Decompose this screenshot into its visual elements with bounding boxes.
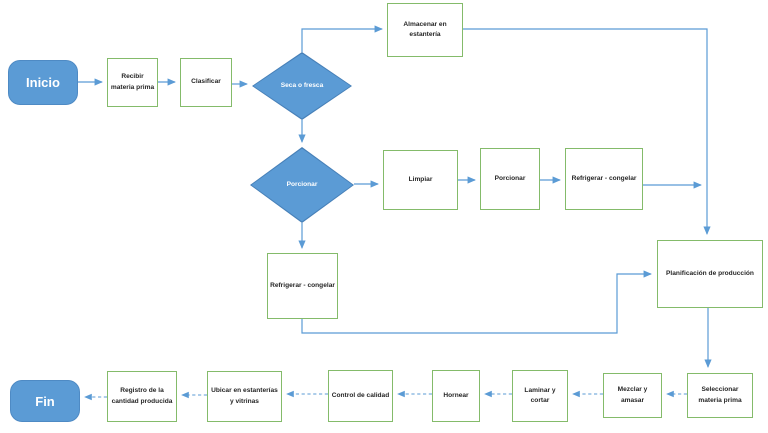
process-control-de-calidad: Control de calidad <box>328 370 393 422</box>
process-recibir-materia-prima: Recibir materia prima <box>107 58 158 107</box>
start-node: Inicio <box>8 60 78 105</box>
process-label: Limpiar <box>408 175 433 183</box>
process-laminar-y-cortar: Laminar y cortar <box>512 370 568 422</box>
decision-label: Porcionar <box>286 180 318 188</box>
process-label: Hornear <box>443 391 469 399</box>
process-label: Seleccionar materia prima <box>698 386 742 404</box>
process-label: Refrigerar - congelar <box>571 174 637 182</box>
end-node-label: Fin <box>35 393 55 409</box>
process-label: Clasificar <box>191 78 221 86</box>
process-label: Ubicar en estanterías y vitrinas <box>211 387 278 405</box>
process-registro-cantidad-producida: Registro de la cantidad producida <box>107 371 177 422</box>
process-porcionar: Porcionar <box>480 148 540 210</box>
process-label: Refrigerar - congelar <box>270 281 335 289</box>
process-hornear: Hornear <box>432 370 480 422</box>
process-planificacion-de-produccion: Planificación de producción <box>657 240 763 308</box>
process-label: Laminar y cortar <box>524 386 556 404</box>
process-label: Porcionar <box>494 174 526 182</box>
process-label: Mezclar y amasar <box>617 386 648 404</box>
process-clasificar: Clasificar <box>180 58 232 107</box>
process-refrigerar-congelar-1: Refrigerar - congelar <box>565 148 643 210</box>
process-refrigerar-congelar-2: Refrigerar - congelar <box>267 253 338 319</box>
process-almacenar-en-estanteria: Almacenar en estantería <box>387 3 463 57</box>
process-limpiar: Limpiar <box>383 150 458 210</box>
decision-label: Seca o fresca <box>280 81 324 89</box>
edge-seca-almacenar <box>301 25 383 52</box>
process-label: Almacenar en estantería <box>403 20 447 38</box>
process-mezclar-y-amasar: Mezclar y amasar <box>603 373 662 418</box>
edge-almacenar-planificacion <box>463 28 711 235</box>
decision-seca-o-fresca: Seca o fresca <box>252 52 352 120</box>
process-label: Planificación de producción <box>666 269 754 277</box>
process-ubicar-en-estanterias: Ubicar en estanterías y vitrinas <box>207 371 282 422</box>
process-label: Registro de la cantidad producida <box>111 387 173 405</box>
process-seleccionar-materia-prima: Seleccionar materia prima <box>687 373 753 418</box>
decision-porcionar: Porcionar <box>250 147 354 223</box>
edge-refrigerar2-planificacion <box>301 270 652 334</box>
start-node-label: Inicio <box>26 75 60 90</box>
process-label: Recibir materia prima <box>110 73 155 91</box>
process-label: Control de calidad <box>331 391 390 399</box>
end-node: Fin <box>10 380 80 422</box>
